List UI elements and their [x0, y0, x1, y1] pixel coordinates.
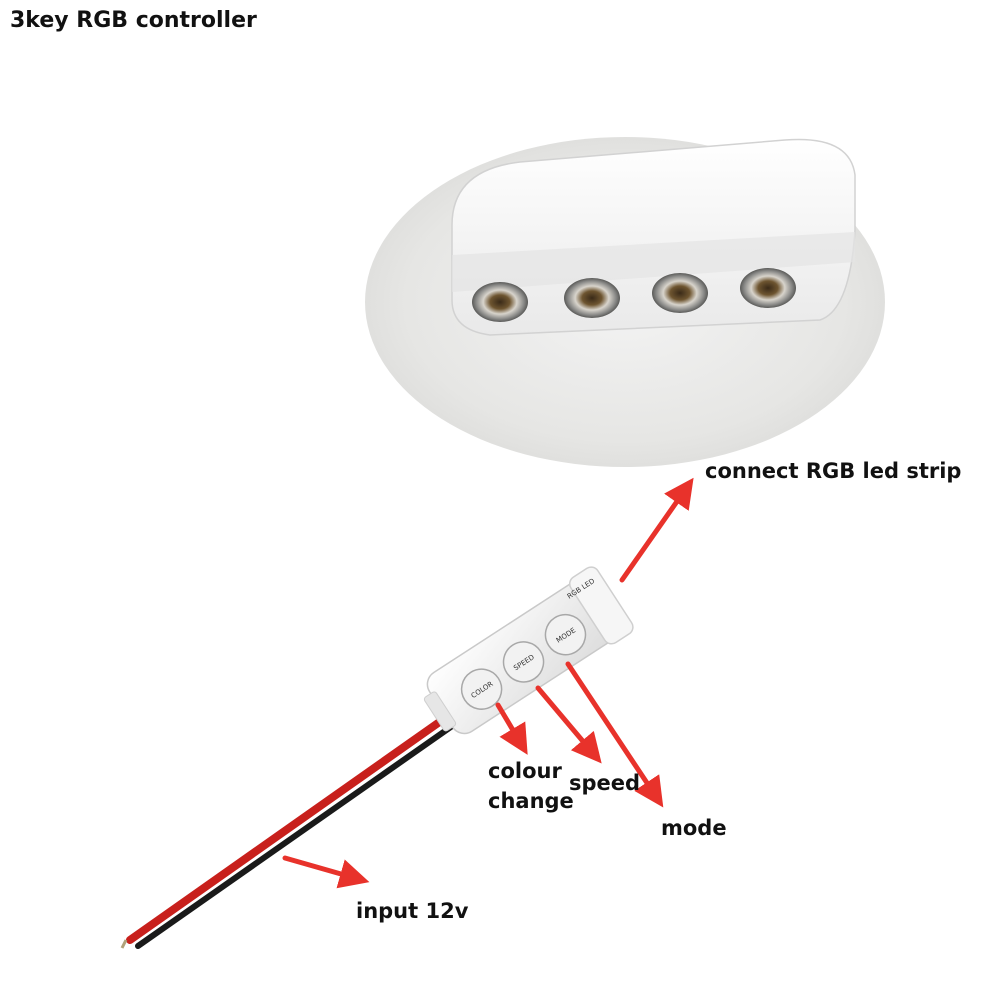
button-speed	[502, 641, 545, 683]
arrow-speed	[535, 685, 602, 764]
button-color	[460, 668, 503, 710]
connector-closeup	[365, 137, 885, 467]
pin-3	[652, 273, 708, 313]
arrow-input	[282, 855, 370, 889]
colour-label-line1: colour	[488, 759, 562, 783]
mode-label: mode	[661, 816, 727, 840]
input-wires	[120, 712, 458, 949]
image-title: 3key RGB controller	[10, 8, 257, 33]
arrow-colour	[495, 702, 528, 755]
button-mode	[544, 613, 587, 656]
speed-label: speed	[569, 771, 641, 795]
connector-pins	[472, 268, 796, 322]
pin-4	[740, 268, 796, 308]
arrow-mode	[565, 661, 664, 808]
arrow-connect	[619, 477, 694, 583]
annotation-arrows	[282, 477, 694, 889]
pin-1	[472, 282, 528, 322]
input-label: input 12v	[356, 899, 469, 923]
pin-2	[564, 278, 620, 318]
connect-label: connect RGB led strip	[705, 459, 962, 483]
colour-label-line2: change	[488, 789, 574, 813]
rgb-controller: COLOR SPEED MODE RGB LED	[423, 566, 634, 735]
